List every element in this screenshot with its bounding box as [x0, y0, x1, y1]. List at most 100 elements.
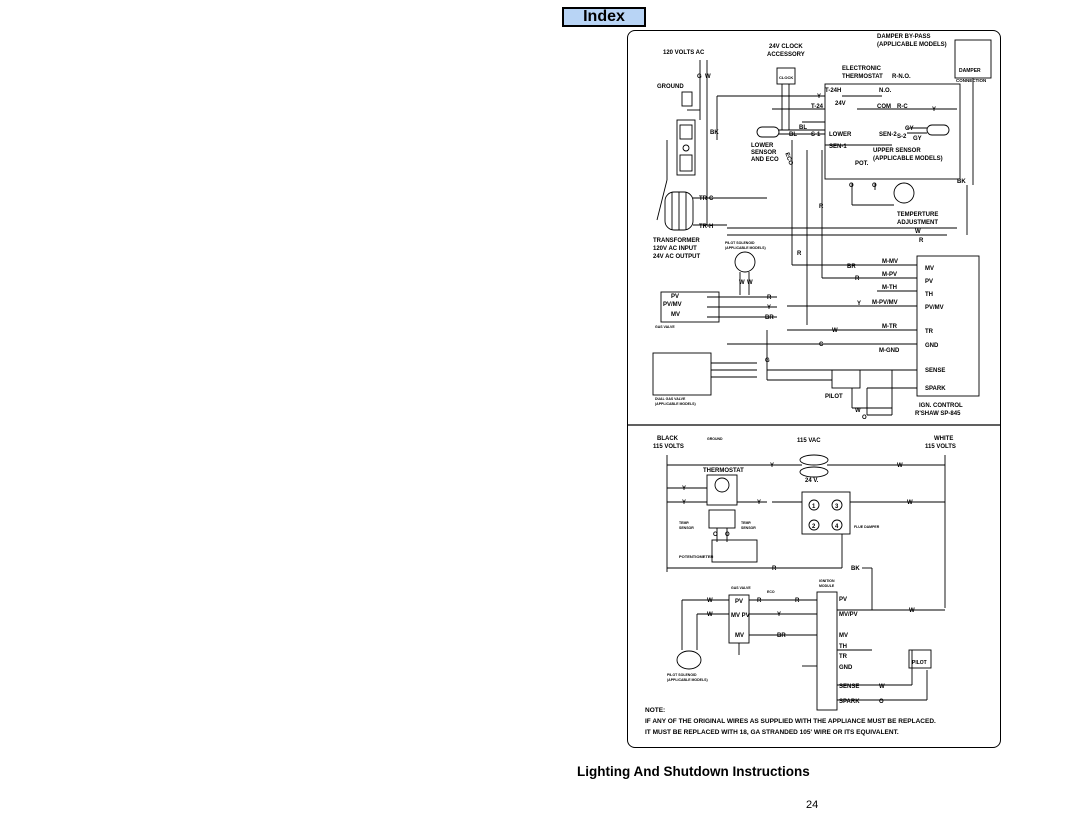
svg-text:1: 1 [812, 504, 816, 510]
svg-text:TR: TR [839, 654, 848, 660]
svg-text:POTENTIOMETER: POTENTIOMETER [679, 554, 714, 559]
svg-text:(APPLICABLE MODELS): (APPLICABLE MODELS) [877, 42, 947, 48]
svg-text:TH: TH [925, 292, 933, 298]
svg-text:O: O [713, 532, 718, 538]
svg-text:Y: Y [770, 463, 774, 469]
svg-text:POT.: POT. [855, 161, 869, 167]
outlet-block [676, 119, 696, 176]
svg-text:W: W [855, 408, 861, 414]
svg-text:ACCESSORY: ACCESSORY [767, 52, 805, 58]
thermostat-lower-label: THERMOSTAT [703, 468, 744, 474]
svg-text:PILOT: PILOT [912, 660, 927, 666]
pilot-assembly [831, 369, 861, 389]
svg-text:GAS VALVE: GAS VALVE [655, 325, 675, 329]
svg-text:GROUND: GROUND [707, 437, 723, 441]
svg-text:Y: Y [777, 612, 781, 618]
svg-text:W: W [705, 74, 711, 80]
svg-text:LOWER: LOWER [751, 143, 774, 149]
svg-text:GY: GY [913, 136, 922, 142]
svg-text:SENSOR: SENSOR [679, 526, 694, 530]
svg-text:FLUE DAMPER: FLUE DAMPER [854, 525, 880, 529]
transformer-coil [799, 454, 829, 466]
svg-text:24 V.: 24 V. [805, 478, 819, 484]
svg-text:SENSE: SENSE [925, 368, 945, 374]
svg-text:IGNITION: IGNITION [819, 579, 835, 583]
svg-text:BL: BL [789, 132, 797, 138]
svg-text:UPPER SENSOR: UPPER SENSOR [873, 148, 921, 154]
svg-text:THERMOSTAT: THERMOSTAT [842, 74, 883, 80]
section-heading: Lighting And Shutdown Instructions [577, 764, 810, 779]
svg-text:BL: BL [799, 125, 807, 131]
svg-text:Y: Y [857, 301, 861, 307]
svg-text:PV: PV [671, 294, 679, 300]
electronic-thermostat-label: ELECTRONIC [842, 66, 882, 72]
svg-text:PV/MV: PV/MV [925, 305, 944, 311]
svg-text:COM: COM [877, 104, 891, 110]
svg-text:BK: BK [957, 179, 966, 185]
svg-text:T-24H: T-24H [825, 88, 841, 94]
svg-text:S-1: S-1 [811, 132, 821, 138]
svg-text:W: W [915, 229, 921, 235]
clock-icon [776, 67, 796, 85]
damper-bypass-label: DAMPER BY-PASS [877, 34, 931, 40]
svg-text:W: W [907, 500, 913, 506]
svg-text:W: W [909, 608, 915, 614]
svg-text:BLACK: BLACK [657, 436, 679, 442]
svg-text:TRANSFORMER: TRANSFORMER [653, 238, 700, 244]
potentiometer [711, 539, 758, 563]
pilot-lower [908, 649, 932, 669]
note-label: NOTE: [645, 707, 665, 714]
lower-sensor [756, 126, 780, 138]
svg-text:120V AC INPUT: 120V AC INPUT [653, 246, 697, 252]
svg-text:N.O.: N.O. [879, 88, 892, 94]
wiring-diagram-frame [627, 30, 1001, 748]
svg-text:MV/PV: MV/PV [839, 612, 858, 618]
svg-text:24V: 24V [835, 101, 846, 107]
svg-text:WHITE: WHITE [934, 436, 953, 442]
upper-sensor [926, 124, 950, 136]
svg-text:M-PV/MV: M-PV/MV [872, 300, 898, 306]
svg-text:CONNECTION: CONNECTION [956, 78, 986, 83]
page-number: 24 [806, 799, 819, 811]
svg-text:(APPLICABLE MODELS): (APPLICABLE MODELS) [667, 678, 708, 682]
svg-text:GND: GND [839, 665, 853, 671]
svg-text:SEN-2: SEN-2 [879, 132, 897, 138]
svg-text:MODULE: MODULE [819, 584, 835, 588]
svg-text:O: O [872, 183, 877, 189]
ground-terminal [681, 91, 693, 107]
svg-text:R: R [795, 598, 800, 604]
svg-text:M-TH: M-TH [882, 285, 897, 291]
volts-120-label: 120 VOLTS AC [663, 50, 705, 56]
svg-text:(APPLICABLE MODELS): (APPLICABLE MODELS) [655, 402, 696, 406]
svg-text:R: R [919, 238, 924, 244]
svg-text:R'SHAW SP-845: R'SHAW SP-845 [915, 411, 961, 417]
svg-text:TR-C: TR-C [699, 196, 714, 202]
temperature-knob [893, 182, 915, 204]
svg-text:GND: GND [925, 343, 939, 349]
pilot-label: PILOT [825, 394, 843, 400]
svg-text:W: W [879, 684, 885, 690]
svg-text:C: C [819, 342, 824, 348]
svg-text:R-C: R-C [897, 104, 908, 110]
svg-text:GAS VALVE: GAS VALVE [731, 586, 751, 590]
ign-control-label: IGN. CONTROL [919, 403, 963, 409]
svg-text:DUAL GAS VALVE: DUAL GAS VALVE [655, 397, 686, 401]
svg-text:CLOCK: CLOCK [779, 75, 793, 80]
svg-text:BR: BR [765, 315, 774, 321]
svg-text:4: 4 [835, 524, 839, 530]
svg-text:O: O [849, 183, 854, 189]
svg-text:G: G [697, 74, 702, 80]
svg-text:R-N.O.: R-N.O. [892, 74, 911, 80]
svg-text:2: 2 [812, 524, 816, 530]
svg-text:TR-H: TR-H [699, 224, 713, 230]
index-button[interactable]: Index [562, 7, 646, 27]
svg-text:M-GND: M-GND [879, 348, 900, 354]
ignition-module [816, 591, 838, 711]
svg-text:MV PV: MV PV [731, 613, 750, 619]
svg-text:SENSE: SENSE [839, 684, 859, 690]
svg-text:BK: BK [851, 566, 860, 572]
svg-text:PV: PV [925, 279, 933, 285]
svg-text:PV/MV: PV/MV [663, 302, 682, 308]
svg-text:SPARK: SPARK [839, 699, 860, 705]
svg-text:O: O [879, 699, 884, 705]
